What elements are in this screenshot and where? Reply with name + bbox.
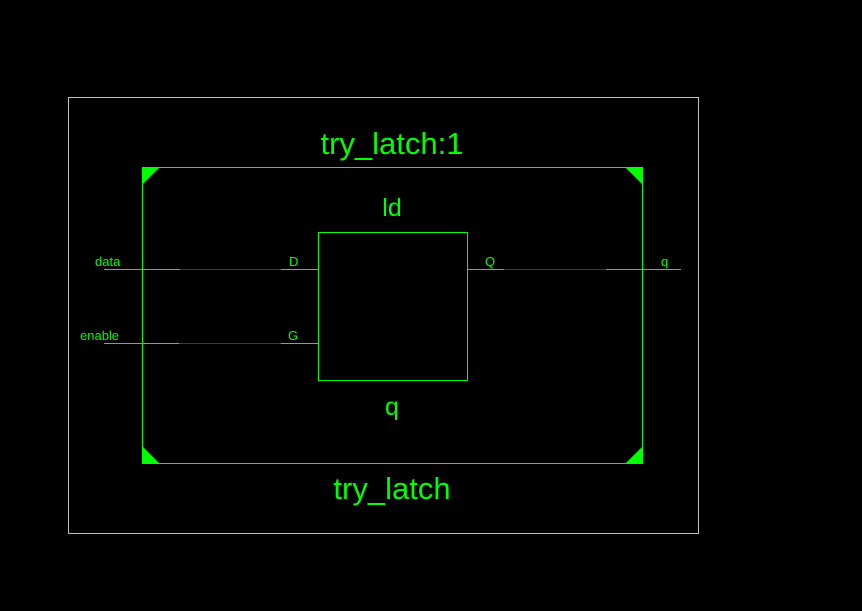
port-q-label[interactable]: q	[661, 254, 668, 269]
pin-d-label: D	[289, 254, 298, 269]
module-boundary[interactable]	[142, 167, 643, 464]
corner-marker-top-right	[625, 167, 643, 185]
port-data-label[interactable]: data	[95, 254, 121, 269]
pin-g-label: G	[288, 328, 298, 343]
latch-cell[interactable]	[318, 232, 468, 381]
corner-marker-bottom-right	[625, 446, 643, 464]
module-label: try_latch	[333, 471, 450, 506]
cell-type-label: ld	[382, 194, 401, 222]
outer-frame	[68, 97, 699, 534]
corner-marker-top-left	[142, 167, 160, 185]
instance-label: try_latch:1	[320, 126, 463, 161]
cell-instance-label: q	[385, 393, 399, 421]
pin-q-label: Q	[485, 254, 495, 269]
corner-marker-bottom-left	[142, 446, 160, 464]
port-enable-label[interactable]: enable	[80, 328, 119, 343]
